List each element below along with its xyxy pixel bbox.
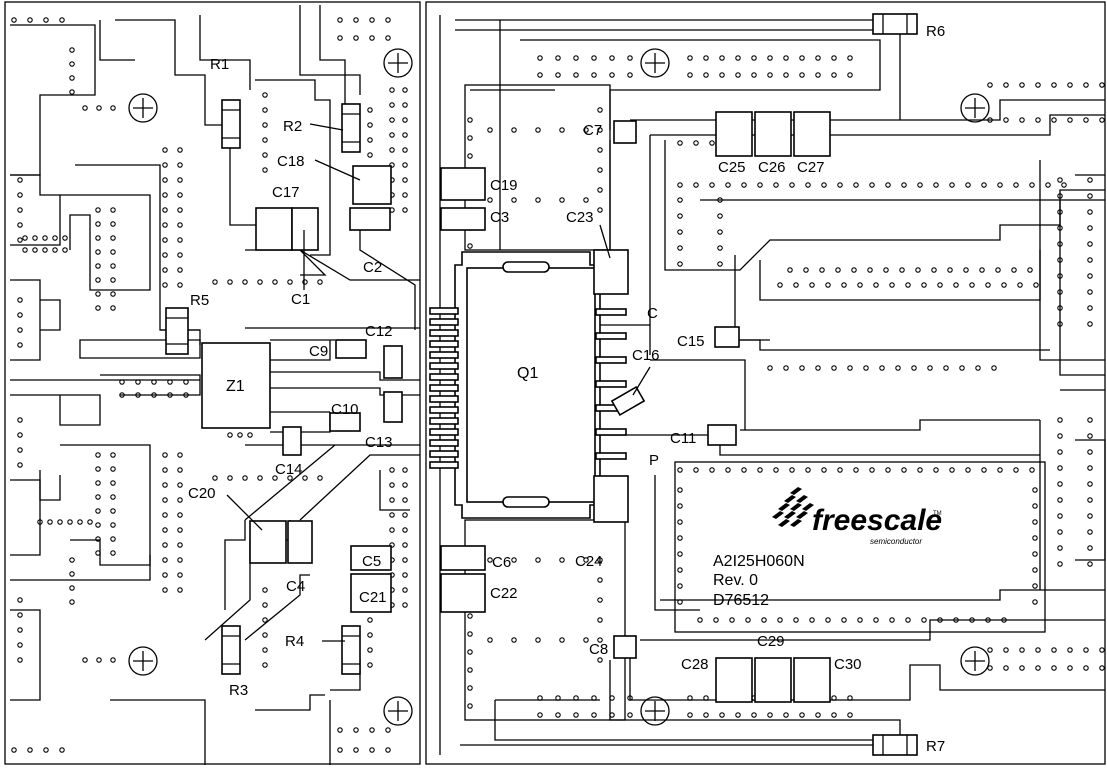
freescale-logo: freescale TM semiconductor bbox=[772, 487, 942, 546]
component-bodies bbox=[165, 13, 918, 756]
label-c25: C25 bbox=[718, 159, 746, 176]
brand-sub: semiconductor bbox=[870, 537, 922, 546]
label-r5: R5 bbox=[190, 292, 209, 309]
mounting-hole-icon bbox=[960, 646, 990, 676]
part-number: A2I25H060N bbox=[713, 553, 805, 570]
mounting-hole-icon bbox=[960, 93, 990, 123]
leader-lines bbox=[226, 123, 651, 642]
label-c26: C26 bbox=[758, 159, 786, 176]
label-c8: C8 bbox=[589, 641, 608, 658]
label-c16: C16 bbox=[632, 347, 660, 364]
label-collector: C bbox=[647, 305, 658, 322]
drawing-number: D76512 bbox=[713, 592, 769, 609]
label-r3: R3 bbox=[229, 682, 248, 699]
label-c1: C1 bbox=[291, 291, 310, 308]
board-outline bbox=[4, 1, 1106, 765]
label-c18: C18 bbox=[277, 153, 305, 170]
brand-name: freescale bbox=[812, 504, 942, 537]
label-r6: R6 bbox=[926, 23, 945, 40]
label-c23: C23 bbox=[566, 209, 594, 226]
label-c5: C5 bbox=[362, 553, 381, 570]
q1-label: Q1 bbox=[517, 365, 538, 382]
label-c24: C24 bbox=[575, 553, 603, 570]
label-c4: C4 bbox=[286, 578, 305, 595]
part-info: A2I25H060N Rev. 0 D76512 bbox=[713, 553, 805, 609]
label-c2: C2 bbox=[363, 259, 382, 276]
label-c14: C14 bbox=[275, 461, 303, 478]
mounting-holes bbox=[128, 48, 990, 726]
mounting-hole-icon bbox=[640, 48, 670, 78]
label-c22: C22 bbox=[490, 585, 518, 602]
mounting-hole-icon bbox=[128, 93, 158, 123]
label-c3: C3 bbox=[490, 209, 509, 226]
label-c20: C20 bbox=[188, 485, 216, 502]
label-c29: C29 bbox=[757, 633, 785, 650]
label-c9: C9 bbox=[309, 343, 328, 360]
mounting-hole-icon bbox=[383, 696, 413, 726]
trademark: TM bbox=[933, 511, 942, 517]
label-c7: C7 bbox=[583, 122, 602, 139]
label-pad: P bbox=[649, 452, 659, 469]
freescale-mark-icon bbox=[772, 487, 814, 527]
label-c6: C6 bbox=[492, 554, 511, 571]
label-c28: C28 bbox=[681, 656, 709, 673]
label-c30: C30 bbox=[834, 656, 862, 673]
component-labels: R1 R2 C18 C17 C1 C2 C19 C3 C23 C7 C25 C2… bbox=[188, 23, 945, 755]
mounting-hole-icon bbox=[128, 646, 158, 676]
mounting-hole-icon bbox=[383, 48, 413, 78]
label-c15: C15 bbox=[677, 333, 705, 350]
label-c11: C11 bbox=[670, 430, 696, 447]
revision: Rev. 0 bbox=[713, 572, 758, 589]
label-r4: R4 bbox=[285, 633, 304, 650]
label-r2: R2 bbox=[283, 118, 302, 135]
label-c17: C17 bbox=[272, 184, 300, 201]
copper-traces bbox=[10, 5, 1106, 765]
label-c27: C27 bbox=[797, 159, 825, 176]
coupler-z1: Z1 bbox=[201, 342, 271, 429]
label-c19: C19 bbox=[490, 177, 518, 194]
transistor-q1: Q1 bbox=[429, 251, 627, 519]
z1-label: Z1 bbox=[226, 378, 245, 395]
label-c13: C13 bbox=[365, 434, 393, 451]
mounting-hole-icon bbox=[640, 696, 670, 726]
label-c10: C10 bbox=[331, 401, 359, 418]
label-r7: R7 bbox=[926, 738, 945, 755]
label-r1: R1 bbox=[210, 56, 229, 73]
label-c12: C12 bbox=[365, 323, 393, 340]
via-dots bbox=[11, 17, 1105, 753]
label-c21: C21 bbox=[359, 589, 387, 606]
